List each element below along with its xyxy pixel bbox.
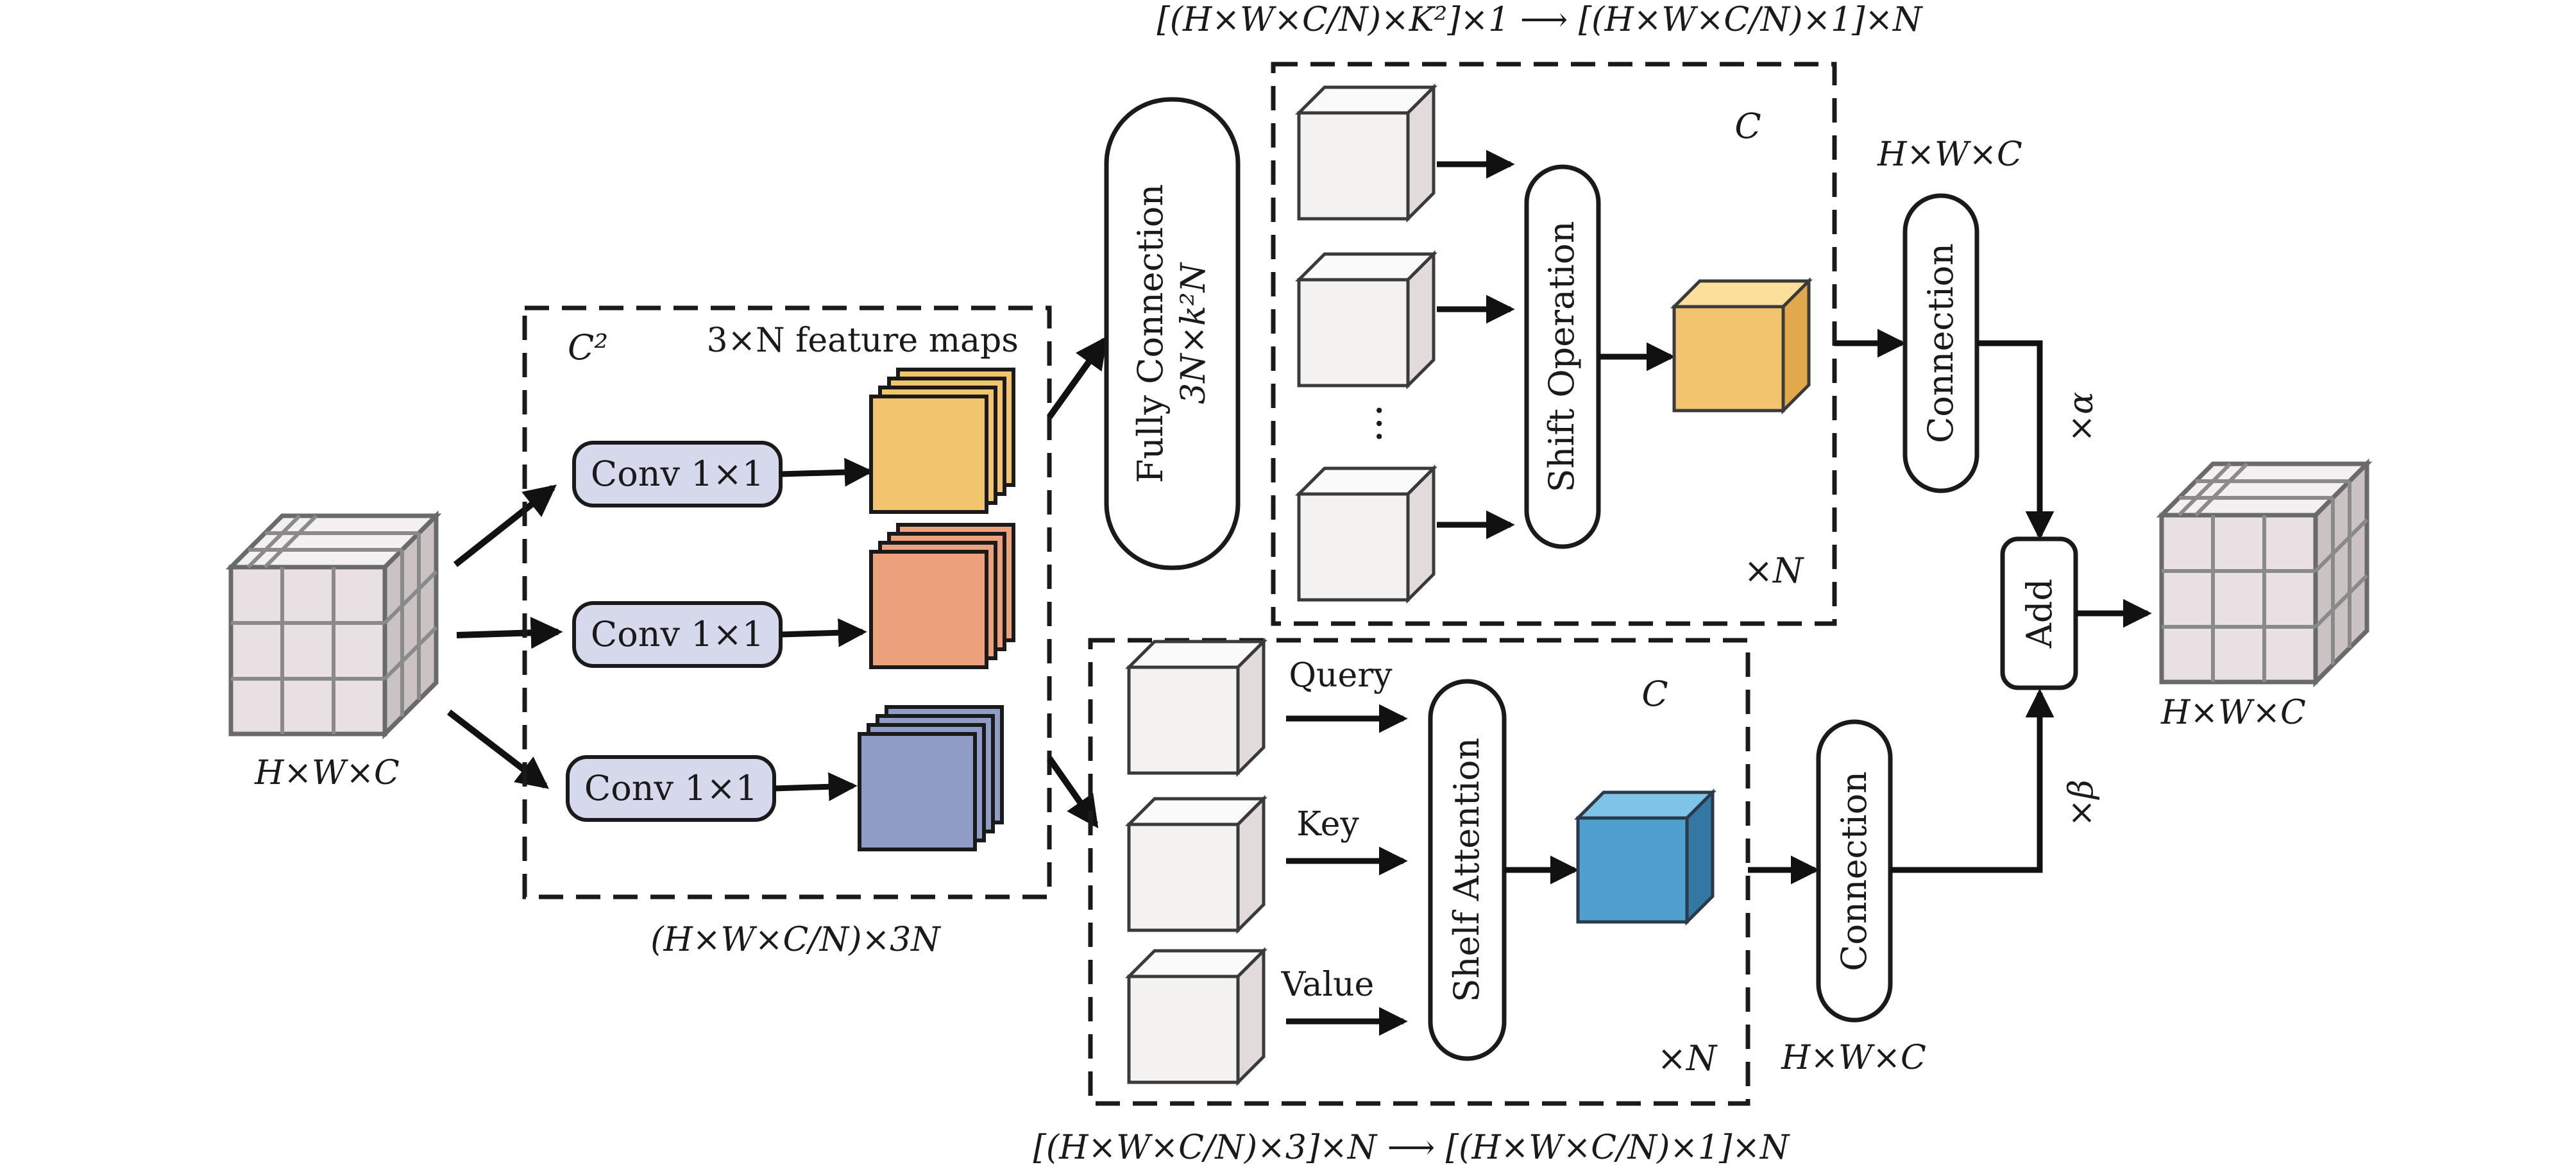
shift-input-cube-2: [1294, 250, 1438, 390]
attention-branch-frame: [1088, 638, 1750, 1106]
input-feature-cube: [225, 510, 442, 740]
conv-block-frame: [522, 305, 1052, 899]
shift-operation-label: Shift Operation: [1541, 221, 1582, 493]
shift-cube-ellipsis: ···: [1355, 404, 1402, 443]
connection-top-dim-label: H×W×C: [1877, 135, 2022, 174]
shift-input-cube-3: [1294, 464, 1438, 604]
conv1x1-label-1: Conv 1×1: [591, 454, 764, 494]
feature-maps-label: 3×N feature maps: [706, 321, 1019, 360]
connection-bottom-label: Connection: [1834, 771, 1874, 971]
attention-input-cube-value: [1124, 946, 1268, 1087]
shift-branch-corner-label: C: [1734, 106, 1761, 146]
connection-top-label: Connection: [1920, 243, 1961, 443]
arrow-connection-top-to-add: [1977, 340, 2055, 540]
conv1x1-label-3: Conv 1×1: [584, 768, 758, 808]
arrow-input-to-conv1: [453, 484, 557, 567]
arrow-conv1-to-maps: [780, 457, 874, 487]
shelf-attention-label: Shelf Attention: [1446, 738, 1487, 1003]
query-label: Query: [1289, 656, 1393, 695]
fully-connection-sublabel: 3N×k²N: [1174, 262, 1213, 404]
attention-branch-repeat-label: ×N: [1657, 1038, 1718, 1078]
output-dim-label: H×W×C: [2160, 694, 2306, 732]
output-feature-cube: [2156, 458, 2373, 688]
conv-block-corner-label: C²: [568, 327, 608, 368]
conv1x1-block-2: Conv 1×1: [572, 601, 783, 668]
conv1x1-block-1: Conv 1×1: [572, 441, 783, 507]
feature-map-stack-orange: [869, 523, 1015, 669]
arrow-input-to-conv2: [456, 617, 563, 649]
feature-map-stack-yellow: [869, 368, 1015, 514]
conv-output-dim-label: (H×W×C/N)×3N: [650, 921, 941, 959]
shift-output-cube-yellow: [1670, 277, 1813, 415]
fully-connection-box: [1104, 97, 1241, 570]
attention-branch-bottom-formula: [(H×W×C/N)×3]×N ⟶ [(H×W×C/N)×1]×N: [1033, 1129, 1790, 1167]
attention-branch-corner-label: C: [1641, 674, 1668, 714]
input-dim-label: H×W×C: [254, 754, 400, 792]
arrow-conv-to-fully-connection: [1046, 336, 1108, 419]
shift-branch-top-formula: [(H×W×C/N)×K²]×1 ⟶ [(H×W×C/N)×1]×N: [1157, 1, 1923, 39]
connection-bottom-dim-label: H×W×C: [1781, 1039, 1926, 1077]
arrow-connection-bottom-to-add: [1890, 688, 2055, 873]
add-label: Add: [2019, 579, 2060, 649]
attention-input-cube-query: [1124, 637, 1268, 778]
beta-weight-label: ×β: [2062, 779, 2101, 827]
arrow-conv-to-attention: [1046, 756, 1099, 829]
fully-connection-label: Fully Connection: [1130, 184, 1171, 483]
arrow-conv2-to-maps: [780, 618, 867, 647]
alpha-weight-label: ×α: [2062, 392, 2101, 443]
conv1x1-label-2: Conv 1×1: [591, 614, 764, 654]
attention-input-cube-key: [1124, 794, 1268, 935]
shift-branch-repeat-label: ×N: [1744, 550, 1804, 591]
value-label: Value: [1281, 966, 1375, 1004]
key-label: Key: [1296, 805, 1359, 844]
conv1x1-block-3: Conv 1×1: [566, 755, 776, 822]
feature-map-stack-blue: [858, 705, 1004, 851]
arrow-input-to-conv3: [446, 710, 549, 789]
shift-input-cube-1: [1294, 83, 1438, 223]
attention-output-cube-blue: [1573, 788, 1717, 926]
arrow-conv3-to-maps: [774, 772, 858, 801]
